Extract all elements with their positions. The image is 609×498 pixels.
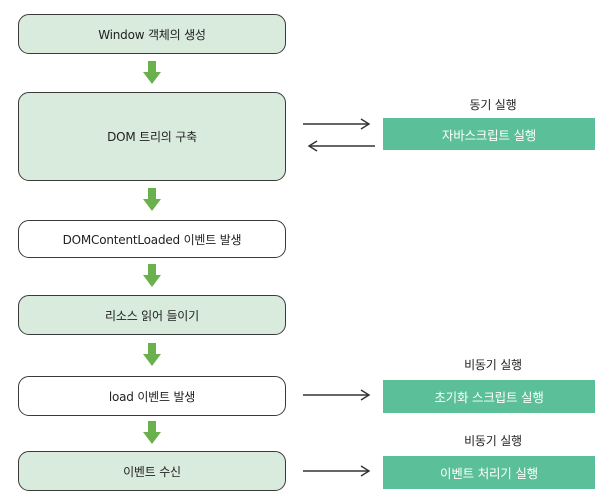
step-event-receive: 이벤트 수신 (18, 451, 286, 491)
step-window-create: Window 객체의 생성 (18, 14, 286, 54)
side-arrows (303, 118, 375, 477)
step-dom-tree-build: DOM 트리의 구축 (18, 92, 286, 181)
step-label: 리소스 읽어 들이기 (105, 308, 199, 323)
caption-sync: 동기 실행 (469, 98, 517, 112)
action-js-exec: 자바스크립트 실행 (383, 118, 595, 150)
caption-async-1: 비동기 실행 (464, 358, 522, 372)
step-load-resources: 리소스 읽어 들이기 (18, 295, 286, 335)
action-init-script: 초기화 스크립트 실행 (383, 380, 595, 413)
down-arrow-icon (143, 61, 161, 84)
step-label: load 이벤트 발생 (108, 389, 196, 404)
step-domcontentloaded: DOMContentLoaded 이벤트 발생 (18, 220, 286, 258)
down-arrow-icon (143, 421, 161, 444)
step-label: 이벤트 수신 (123, 464, 181, 479)
step-label: DOM 트리의 구축 (107, 130, 197, 144)
action-event-handler: 이벤트 처리기 실행 (383, 456, 595, 489)
down-arrows (143, 61, 161, 444)
step-load-event: load 이벤트 발생 (18, 376, 286, 416)
down-arrow-icon (143, 188, 161, 211)
down-arrow-icon (143, 343, 161, 366)
step-label: DOMContentLoaded 이벤트 발생 (62, 232, 242, 247)
down-arrow-icon (143, 264, 161, 287)
step-label: Window 객체의 생성 (98, 27, 206, 42)
caption-async-2: 비동기 실행 (464, 434, 522, 448)
